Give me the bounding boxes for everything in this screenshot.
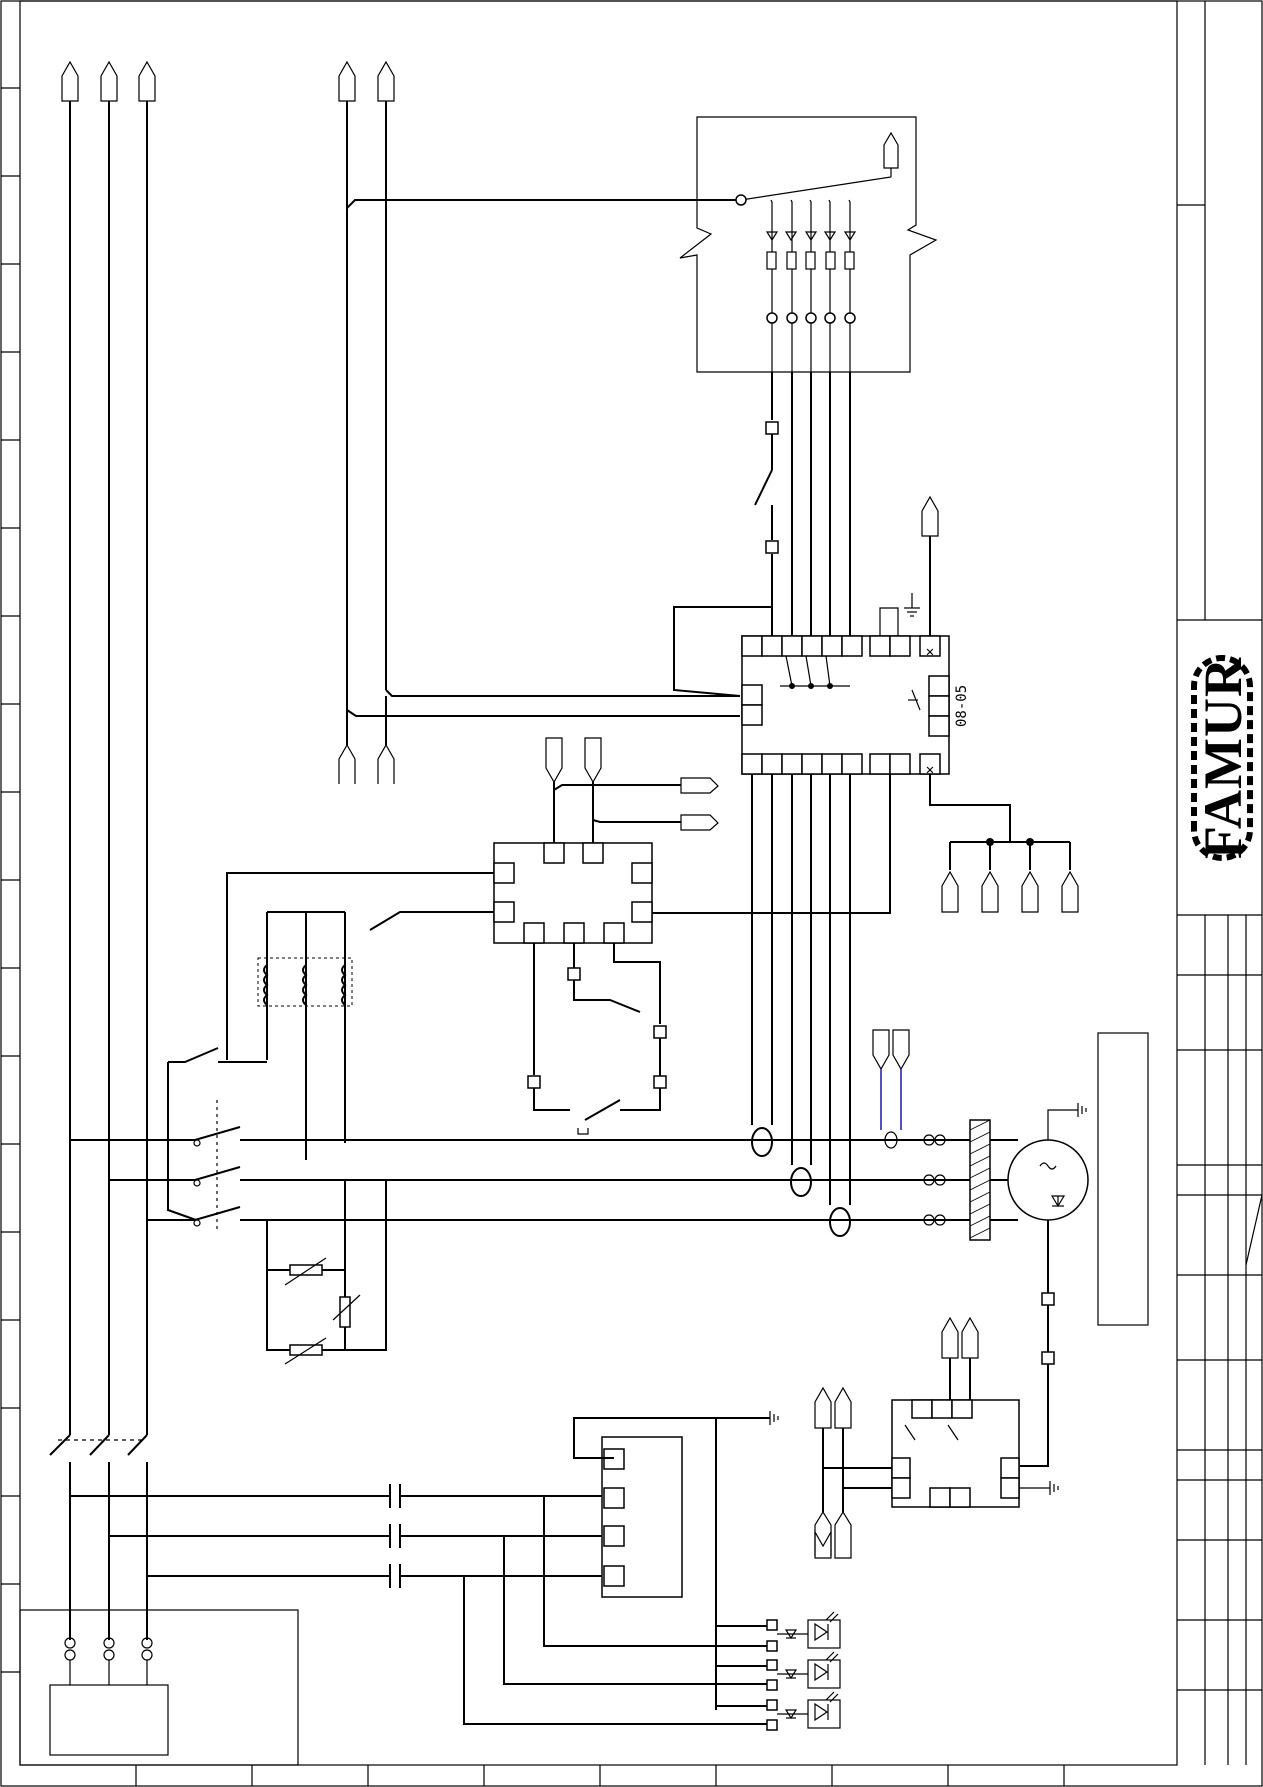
svg-text:✕: ✕ bbox=[926, 644, 934, 660]
svg-text:FAMUR: FAMUR bbox=[1193, 657, 1253, 859]
relay-module-label: 08-05 bbox=[954, 685, 970, 727]
relay-earth bbox=[879, 593, 920, 636]
motor-protection-relay bbox=[814, 1316, 1059, 1559]
indicator-branches bbox=[463, 1496, 770, 1725]
relay-module: ✕ ✕ 08-05 bbox=[741, 635, 970, 778]
current-transformers bbox=[257, 957, 353, 1007]
filter-section bbox=[70, 1411, 779, 1710]
relay-down-wires bbox=[650, 774, 891, 1205]
famur-logo: FAMUR bbox=[1191, 655, 1253, 861]
led-panel bbox=[679, 116, 938, 373]
cable-clamp bbox=[969, 1119, 991, 1241]
input-terminals-top bbox=[61, 60, 395, 102]
surge-arresters bbox=[266, 1180, 387, 1365]
main-bus bbox=[49, 101, 148, 1640]
terminal-blocks bbox=[765, 421, 779, 554]
relay-input-terminal bbox=[921, 495, 939, 537]
supply-connectors bbox=[19, 1609, 299, 1766]
motor bbox=[1007, 1103, 1089, 1467]
led-feed-wires bbox=[754, 372, 851, 636]
current-loops bbox=[751, 1127, 851, 1237]
relay-feeds bbox=[226, 872, 494, 1160]
control-terminals-bottom bbox=[338, 743, 395, 784]
svg-text:✕: ✕ bbox=[926, 762, 934, 778]
main-contactor bbox=[70, 1047, 1000, 1221]
phase-indicators bbox=[766, 1611, 841, 1731]
bypass-wire bbox=[673, 606, 772, 697]
relay-control-loop bbox=[527, 943, 667, 1135]
protection-relay bbox=[493, 737, 719, 944]
thermistor-leads bbox=[872, 1029, 910, 1149]
motor-wires bbox=[990, 1139, 1018, 1221]
control-wires-top bbox=[346, 101, 740, 745]
motor-label-box bbox=[1097, 1032, 1149, 1326]
contactor-aux bbox=[193, 1100, 218, 1230]
motor-connectors bbox=[923, 1134, 946, 1226]
relay-output bbox=[929, 774, 1079, 913]
